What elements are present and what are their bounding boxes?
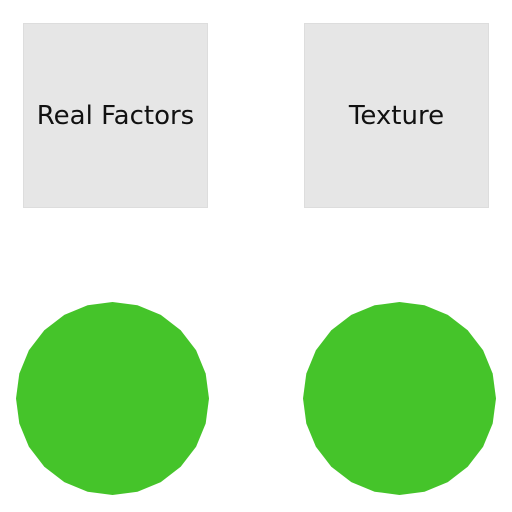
sphere-real-factors <box>16 302 209 495</box>
panel-label-texture: Texture <box>348 100 445 131</box>
sphere-texture <box>303 302 496 495</box>
sphere-left-shape <box>16 302 209 495</box>
panel-texture: Texture <box>304 23 489 208</box>
panel-real-factors: Real Factors <box>23 23 208 208</box>
panel-label-real-factors: Real Factors <box>36 100 195 131</box>
sphere-right-shape <box>303 302 496 495</box>
